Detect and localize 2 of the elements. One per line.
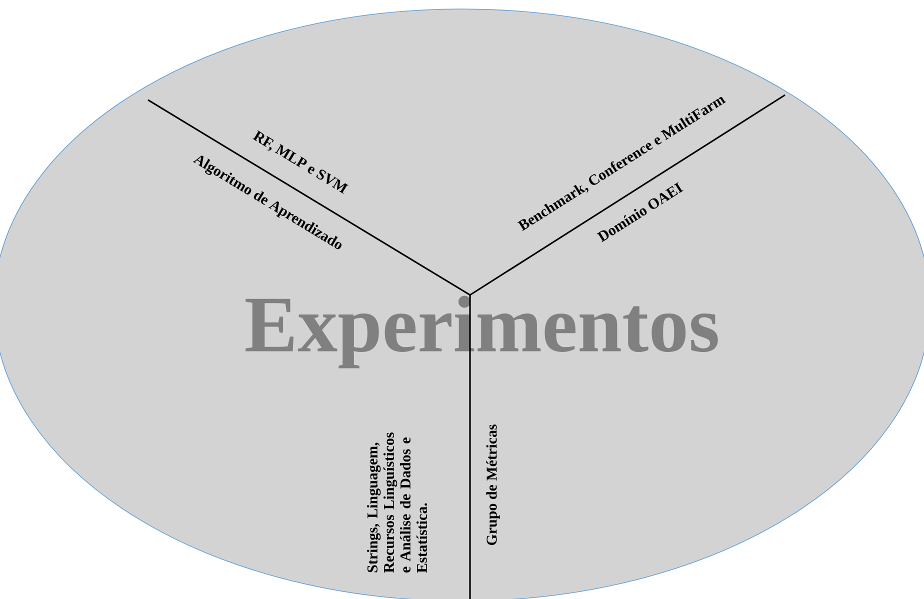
sector-label: Strings, Linguagem, Recursos Linguísticos e Análise de Dados e Estatística. [366, 432, 428, 573]
sector-label: Grupo de Métricas [486, 424, 500, 546]
